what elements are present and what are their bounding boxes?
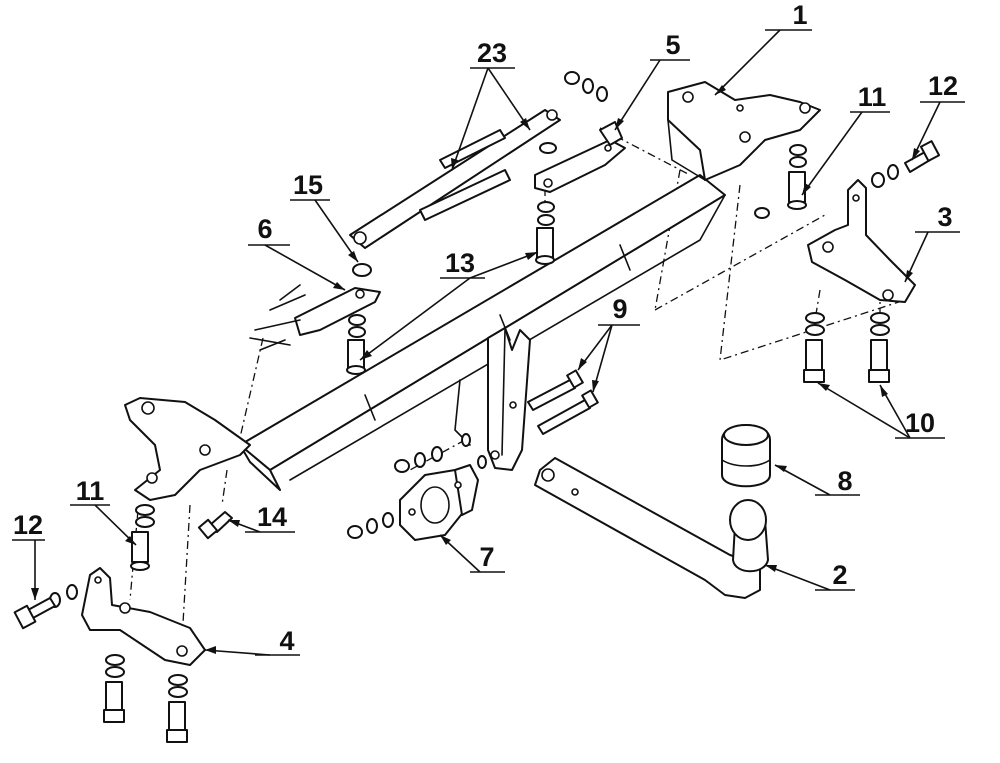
bracket-4 xyxy=(81,567,206,666)
bracket-3 xyxy=(807,179,916,303)
callout-13: 13 xyxy=(445,248,475,278)
center-hitch-bracket xyxy=(454,327,531,471)
callout-12-left: 12 xyxy=(13,510,43,540)
callout-6: 6 xyxy=(257,214,272,244)
callout-4: 4 xyxy=(279,626,294,656)
bracket-5 xyxy=(534,121,626,193)
fasteners xyxy=(13,71,941,743)
callout-12-right: 12 xyxy=(928,71,958,101)
left-end-plate xyxy=(124,397,251,501)
ball-bar-2 xyxy=(534,457,769,599)
right-end-plate xyxy=(667,81,821,181)
callout-23: 23 xyxy=(477,38,507,68)
callout-9: 9 xyxy=(612,294,627,324)
leader-lines xyxy=(12,29,965,656)
callout-7: 7 xyxy=(479,542,494,572)
callout-8: 8 xyxy=(837,466,852,496)
callout-2: 2 xyxy=(832,560,847,590)
bracket-6 xyxy=(249,284,381,351)
ball-cap-8 xyxy=(721,424,771,488)
callout-11-right: 11 xyxy=(858,82,887,112)
callout-5: 5 xyxy=(665,30,680,60)
callout-14: 14 xyxy=(257,502,287,532)
callout-1: 1 xyxy=(792,0,807,30)
socket-plate-7 xyxy=(399,464,479,541)
callout-10: 10 xyxy=(905,408,935,438)
callout-11-left: 11 xyxy=(76,476,105,506)
callout-3: 3 xyxy=(937,202,952,232)
callout-labels: 1 2 3 4 5 6 7 8 9 10 11 11 12 12 13 14 1… xyxy=(13,0,958,656)
callout-15: 15 xyxy=(293,170,323,200)
strap-23-long xyxy=(349,109,561,249)
